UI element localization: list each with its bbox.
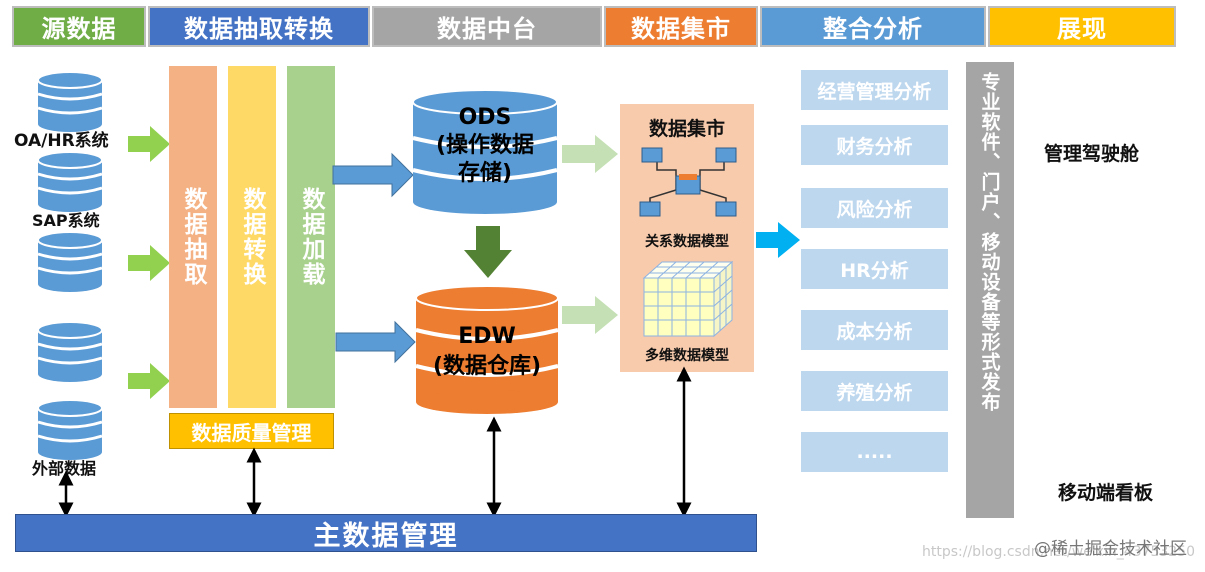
source-oa-hr-label: OA/HR系统 — [14, 131, 109, 151]
edw-title: EDW — [458, 324, 516, 349]
arrow-right-icon — [128, 245, 170, 281]
source-external-label: 外部数据 — [32, 459, 97, 478]
header-display: 展现 — [988, 6, 1176, 47]
edw-subtitle: (数据仓库) — [432, 354, 542, 379]
analysis-item: 财务分析 — [801, 125, 948, 165]
header-platform: 数据中台 — [372, 6, 602, 47]
source-sap-label: SAP系统 — [32, 211, 100, 230]
header-etl: 数据抽取转换 — [148, 6, 370, 47]
cockpit-label: 管理驾驶舱 — [1044, 143, 1140, 165]
data-mart-title: 数据集市 — [648, 118, 725, 140]
header-analysis: 整合分析 — [760, 6, 986, 47]
arrow-right-icon — [128, 126, 170, 162]
data-quality-box: 数据质量管理 — [169, 413, 334, 449]
master-data-bar: 主数据管理 — [15, 514, 757, 552]
arrow-right-icon — [756, 222, 800, 258]
edw-cylinder — [415, 285, 559, 414]
ods-label: ODS (操作数据 存储) — [413, 104, 557, 188]
url-watermark: https://blog.csdn.net/weixin_43753250 — [922, 544, 1196, 560]
arrow-right-icon — [335, 320, 416, 364]
arrow-down-icon — [464, 226, 512, 278]
analysis-item: HR分析 — [801, 249, 948, 289]
multidim-model-label: 多维数据模型 — [645, 348, 729, 364]
analysis-item: 成本分析 — [801, 310, 948, 350]
arrow-right-icon — [332, 152, 414, 198]
mobile-board-label: 移动端看板 — [1058, 482, 1154, 504]
analysis-item: 风险分析 — [801, 188, 948, 228]
analysis-item: 养殖分析 — [801, 371, 948, 411]
ods-subtitle-1: (操作数据 — [435, 133, 535, 158]
ods-subtitle-2: 存储) — [457, 161, 513, 186]
header-source: 源数据 — [12, 6, 146, 47]
etl-load-column: 数据加载 — [287, 66, 335, 408]
ods-cylinder — [412, 89, 558, 214]
edw-label: EDW (数据仓库) — [416, 322, 558, 382]
arrow-right-icon — [562, 135, 618, 173]
arrow-right-icon — [562, 296, 618, 334]
ods-title: ODS — [458, 105, 512, 130]
site-watermark: @稀土掘金技术社区 — [1034, 539, 1187, 559]
etl-extract-column: 数据抽取 — [169, 66, 217, 408]
analysis-item: 经营管理分析 — [801, 70, 948, 110]
analysis-item: ..... — [801, 432, 948, 472]
header-mart: 数据集市 — [604, 6, 758, 47]
relational-model-label: 关系数据模型 — [645, 234, 729, 250]
etl-transform-column: 数据转换 — [228, 66, 276, 408]
arrow-right-icon — [128, 363, 170, 399]
publish-bar: 专业软件、门户、移动设备等形式发布 — [966, 62, 1014, 518]
